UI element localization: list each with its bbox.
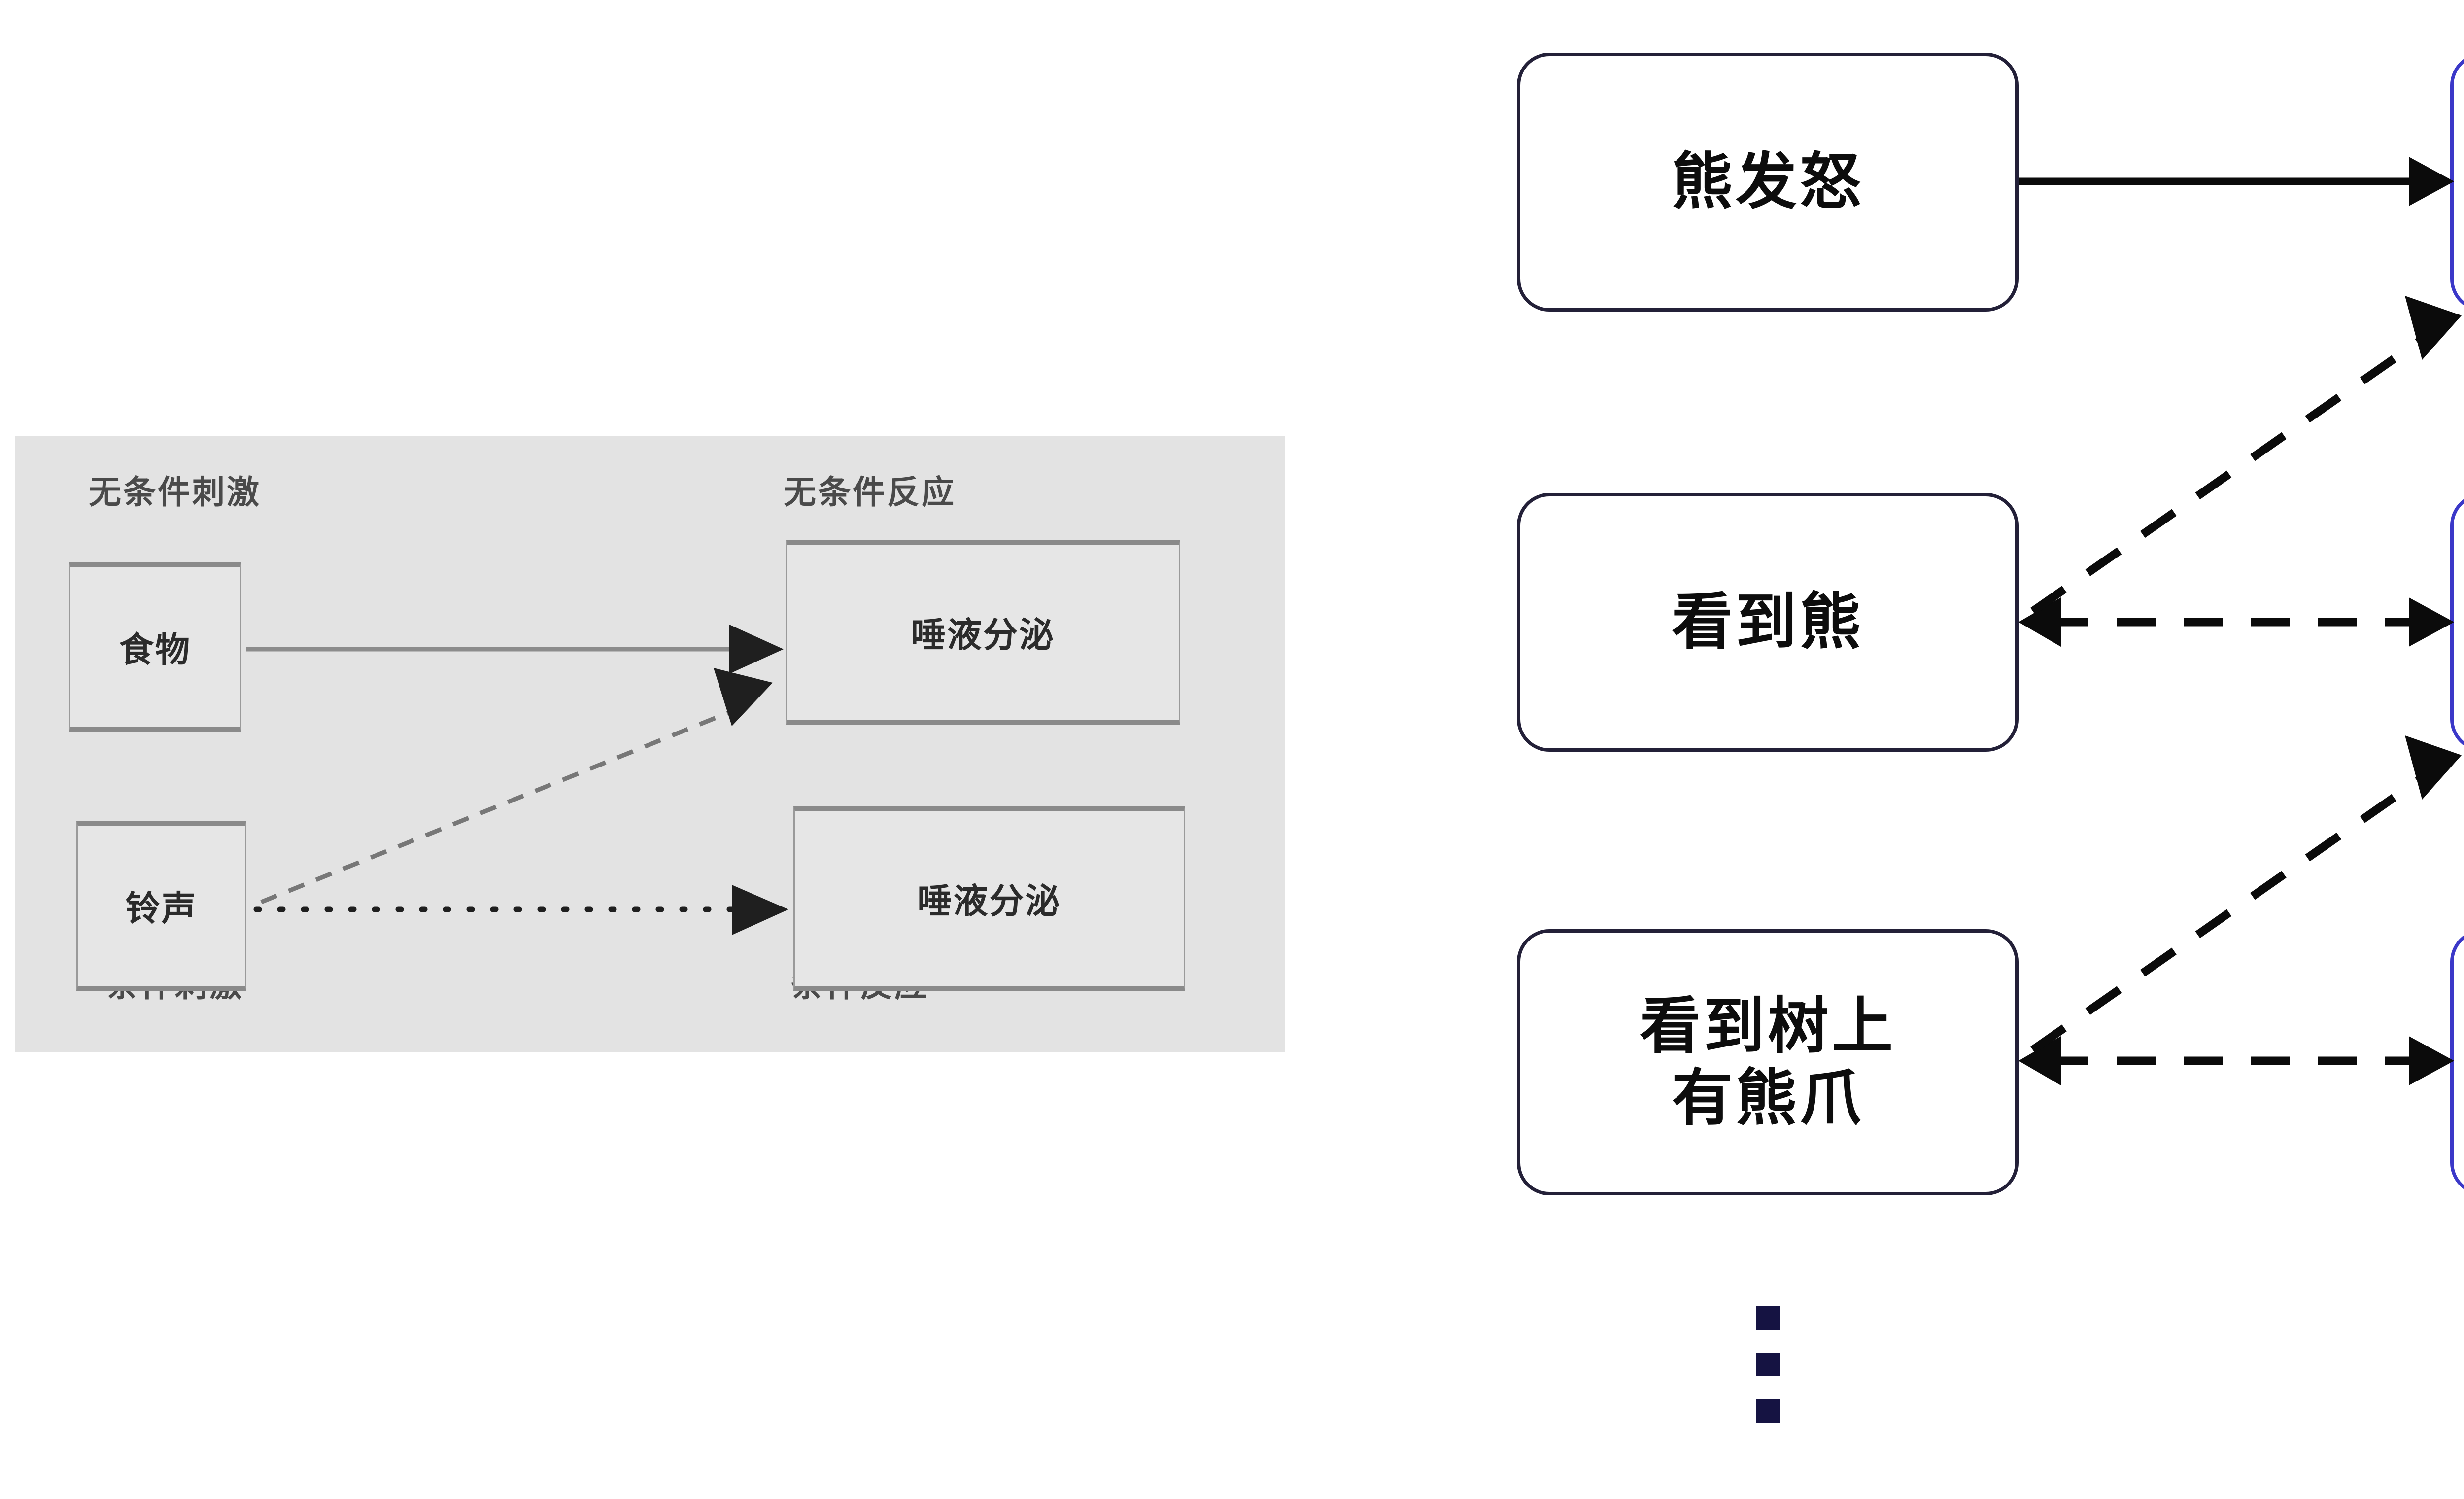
salivation-box-unconditioned: 唾液分泌 — [786, 540, 1180, 725]
salivation-box-conditioned: 唾液分泌 — [793, 806, 1185, 991]
arrow-bear-angry-to-reward — [2019, 157, 2454, 206]
unconditioned-response-label: 无条件反应 — [784, 473, 956, 511]
food-to-salivation-arrow — [246, 625, 784, 674]
classical-conditioning-panel: 无条件刺激 无条件反应 条件刺激 条件反应 食物 铃声 唾液分泌 唾液分泌 — [15, 436, 1285, 1052]
node-see-claw-line2: 有熊爪 — [1671, 1063, 1864, 1134]
arrow-see-claw-to-v-s — [2019, 1036, 2454, 1085]
ellipsis-dot — [1756, 1306, 1780, 1330]
node-bear-angry[interactable]: 熊发怒 — [1517, 53, 2019, 312]
unconditioned-stimulus-label: 无条件刺激 — [89, 473, 261, 511]
classical-conditioning-arrows — [246, 625, 788, 935]
ellipsis-dot — [1756, 1353, 1780, 1376]
td-learning-arrows — [2019, 157, 2462, 1085]
bell-box: 铃声 — [76, 821, 246, 991]
ellipsis-left-column — [1756, 1306, 1780, 1423]
node-see-bear[interactable]: 看到熊 — [1517, 493, 2019, 752]
bell-to-salivation-dashed-arrow — [260, 668, 773, 905]
node-v-s[interactable]: V(s) — [2450, 929, 2464, 1195]
arrow-see-claw-to-v-s-prime — [2030, 735, 2462, 1053]
arrow-see-bear-to-v-s-prime — [2019, 597, 2454, 647]
node-see-claw-line1: 看到树上 — [1639, 990, 1896, 1062]
arrow-see-bear-to-reward — [2030, 296, 2462, 615]
node-see-claw[interactable]: 看到树上 有熊爪 — [1517, 929, 2019, 1195]
td-learning-panel: 熊发怒 看到熊 看到树上 有熊爪 奖励 V(s′) V(s) — [1454, 0, 2464, 1499]
food-box: 食物 — [69, 562, 241, 732]
bell-to-salivation-dotted-arrow — [253, 885, 788, 935]
ellipsis-dot — [1756, 1399, 1780, 1423]
